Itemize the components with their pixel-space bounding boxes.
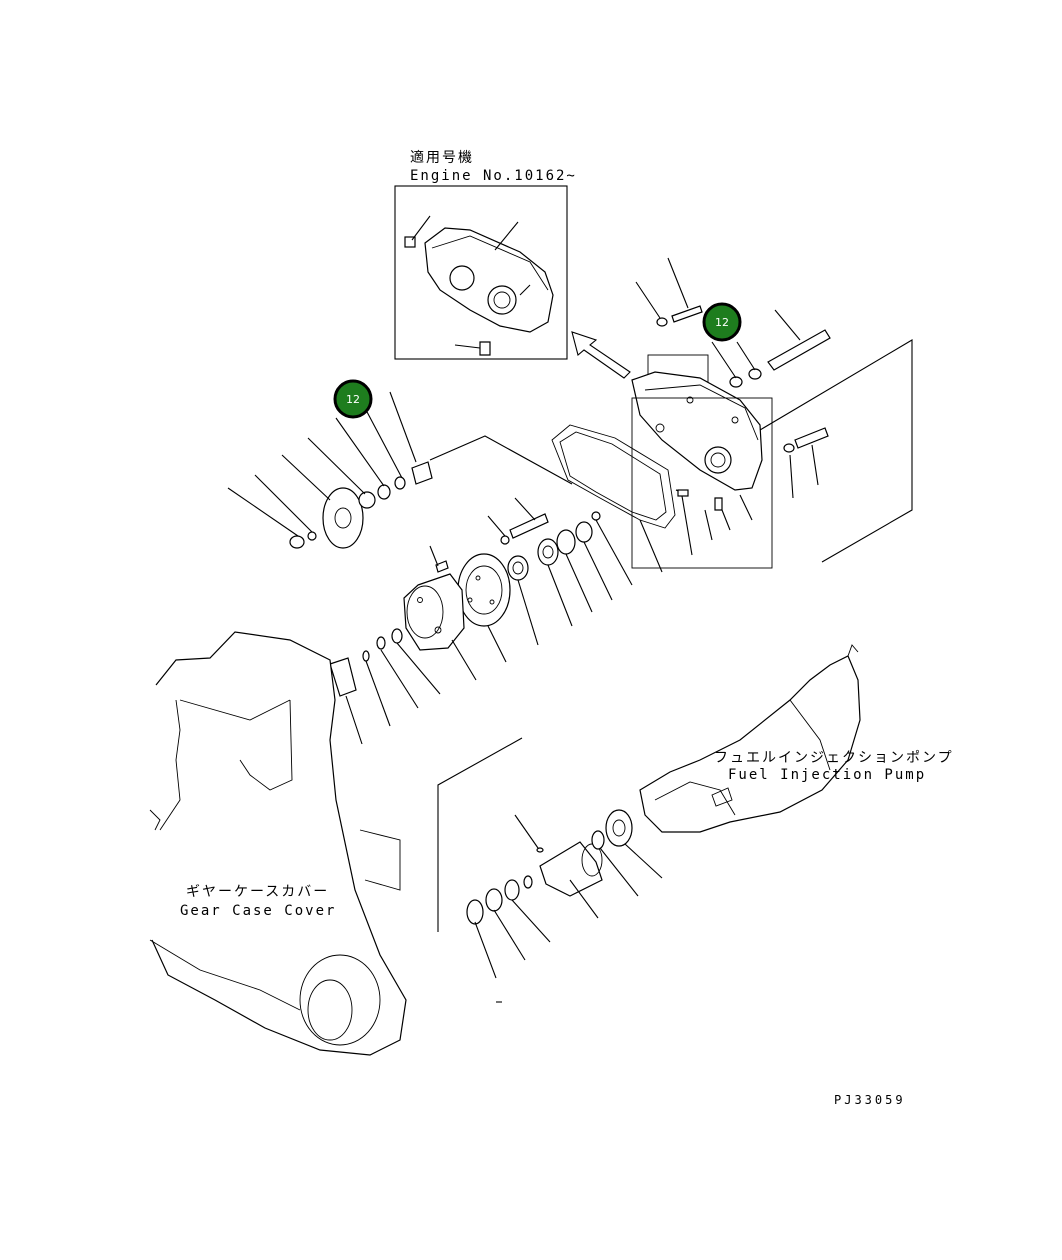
nut-mid xyxy=(358,491,376,509)
nut-upper xyxy=(729,376,743,388)
washer-upper xyxy=(748,368,762,380)
inset-arrow xyxy=(571,331,631,379)
gear-hub xyxy=(403,573,465,651)
callout-badge-left[interactable]: 12 xyxy=(333,379,373,419)
lower-shaft xyxy=(539,841,603,897)
washer-mid xyxy=(377,484,391,500)
ring-d xyxy=(391,628,403,644)
inset-drain-plug xyxy=(479,341,491,356)
spacer-upper xyxy=(411,461,433,485)
bearing-a xyxy=(537,538,559,566)
callout-badge-right-text: 12 xyxy=(715,316,729,329)
cover-assembly xyxy=(551,257,913,573)
key-pin xyxy=(435,560,449,573)
gear-group-upper xyxy=(227,391,573,549)
drawing-code: PJ33059 xyxy=(834,1093,906,1107)
cover-plug xyxy=(714,497,723,511)
nut-large xyxy=(507,555,529,581)
ring-b xyxy=(575,521,593,543)
callout-badge-right[interactable]: 12 xyxy=(702,302,742,342)
gasket xyxy=(551,424,676,529)
fuel-pump-label-jp: フュエルインジェクションポンプ xyxy=(714,750,954,766)
gear-group-lower xyxy=(437,737,663,1003)
pump-body xyxy=(639,655,861,833)
inset-box: 適用号機 Engine No.10162~ xyxy=(394,149,577,360)
gear-group-middle xyxy=(329,497,633,745)
cover-bore xyxy=(704,446,732,474)
fuel-injection-pump xyxy=(639,644,861,833)
inset-title-en: Engine No.10162~ xyxy=(410,168,577,184)
dowel-pin xyxy=(677,489,689,497)
inset-plug xyxy=(404,236,416,248)
cover-group-bracket xyxy=(631,397,773,569)
callout-badge-left-text: 12 xyxy=(346,393,360,406)
lower-key xyxy=(536,847,544,853)
ring-f xyxy=(362,650,370,662)
inset-bore-2 xyxy=(487,285,517,315)
lower-ring-small xyxy=(523,875,533,889)
lower-ring-c xyxy=(485,888,503,912)
mid-bolt xyxy=(509,513,549,539)
side-washer xyxy=(783,443,795,453)
inset-frame xyxy=(394,185,568,360)
mid-washer xyxy=(500,535,510,545)
fuel-pump-label-en: Fuel Injection Pump xyxy=(728,767,926,783)
lower-bearing xyxy=(605,809,633,847)
gear-case-label-en: Gear Case Cover xyxy=(180,903,336,919)
ring-c xyxy=(591,511,601,521)
top-washer xyxy=(656,317,668,327)
ring-a xyxy=(556,529,576,555)
lower-ring-a xyxy=(591,830,605,850)
lower-ring-d xyxy=(466,899,484,925)
ring-e xyxy=(376,636,386,650)
washer-mid-2 xyxy=(394,476,406,490)
stud-shaft xyxy=(767,329,831,371)
top-bolt xyxy=(671,305,703,323)
side-bolt xyxy=(794,427,829,449)
lower-ring-b xyxy=(504,879,520,901)
gear-upper xyxy=(322,487,364,549)
inset-title-jp: 適用号機 xyxy=(410,149,474,166)
gear-case-body xyxy=(151,631,407,1056)
labels: フュエルインジェクションポンプ Fuel Injection Pump ギヤーケ… xyxy=(180,750,954,1107)
nut-small xyxy=(289,535,305,549)
washer-small xyxy=(307,531,317,541)
inset-bore-1 xyxy=(449,265,475,291)
shaft-stub xyxy=(329,657,357,697)
gear-case-cover xyxy=(149,631,407,1056)
inset-housing xyxy=(424,227,554,333)
gear-case-label-jp: ギヤーケースカバー xyxy=(186,884,329,900)
